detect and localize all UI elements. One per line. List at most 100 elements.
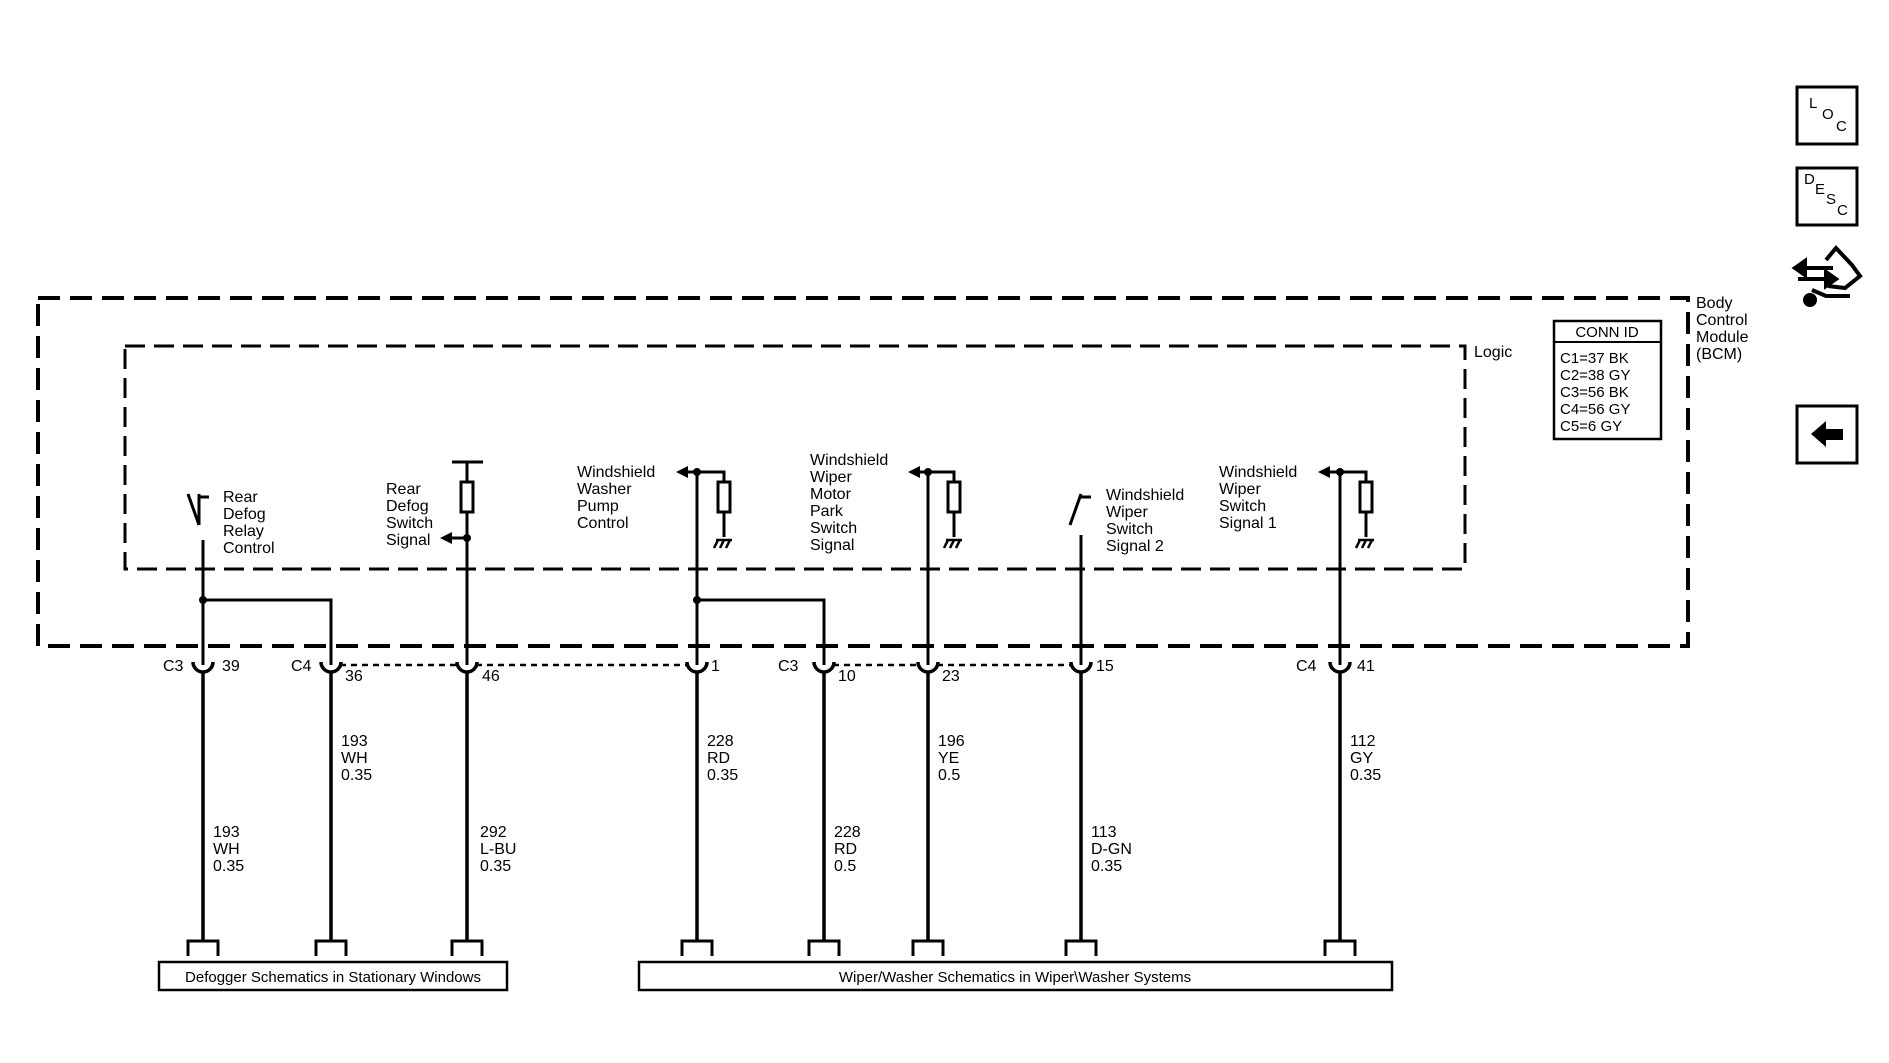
conn-id-line: C4=56 GY — [1560, 401, 1630, 418]
svg-text:Switch: Switch — [1219, 498, 1266, 515]
svg-text:0.35: 0.35 — [480, 858, 511, 875]
function-label-park-switch: Windshield Wiper Motor Park Switch Signa… — [810, 452, 888, 554]
svg-text:10: 10 — [838, 668, 856, 685]
wire-label-pin-46: 292 L-BU 0.35 — [480, 824, 516, 875]
svg-text:Defog: Defog — [386, 498, 429, 515]
svg-text:E: E — [1815, 181, 1825, 198]
svg-text:Control: Control — [223, 540, 275, 557]
conn-id-title: CONN ID — [1575, 324, 1639, 341]
svg-text:0.35: 0.35 — [1091, 858, 1122, 875]
svg-text:Windshield: Windshield — [577, 464, 655, 481]
link-wiper-washer-schematics[interactable]: Wiper/Washer Schematics in Wiper\Washer … — [637, 960, 1394, 992]
svg-text:228: 228 — [834, 824, 861, 841]
svg-text:WH: WH — [341, 750, 368, 767]
svg-text:C4: C4 — [291, 658, 312, 675]
svg-text:Control: Control — [577, 515, 629, 532]
connector-view-button[interactable] — [1791, 244, 1863, 307]
desc-button[interactable]: D E S C — [1795, 166, 1859, 227]
conn-id-line: C5=6 GY — [1560, 418, 1622, 435]
svg-text:YE: YE — [938, 750, 959, 767]
svg-text:D-GN: D-GN — [1091, 841, 1132, 858]
svg-text:Signal: Signal — [810, 537, 854, 554]
bcm-boundary — [36, 296, 1690, 648]
function-label-rear-defog-switch: Rear Defog Switch Signal — [386, 481, 433, 549]
conn-id-line: C3=56 BK — [1560, 384, 1629, 401]
svg-text:113: 113 — [1091, 824, 1117, 841]
park-switch-pullup — [918, 470, 962, 537]
rear-defog-relay-switch-symbol — [186, 493, 209, 526]
svg-text:23: 23 — [942, 668, 960, 685]
svg-text:0.5: 0.5 — [938, 767, 960, 784]
svg-text:Control: Control — [1696, 312, 1748, 329]
ground-symbols — [712, 538, 1374, 549]
svg-text:Wiper: Wiper — [1106, 504, 1148, 521]
junction-dots — [199, 468, 1344, 604]
logic-label: Logic — [1474, 344, 1512, 361]
svg-text:Washer: Washer — [577, 481, 632, 498]
svg-text:Relay: Relay — [223, 523, 264, 540]
signal-arrows — [440, 466, 1330, 544]
svg-text:Switch: Switch — [1106, 521, 1153, 538]
svg-text:Wiper: Wiper — [810, 469, 852, 486]
svg-text:0.35: 0.35 — [341, 767, 372, 784]
svg-text:Motor: Motor — [810, 486, 852, 503]
svg-text:Park: Park — [810, 503, 844, 520]
conn-id-line: C2=38 GY — [1560, 367, 1630, 384]
connector-pins — [191, 661, 1352, 674]
function-label-rear-defog-relay: Rear Defog Relay Control — [223, 489, 275, 557]
svg-text:0.35: 0.35 — [213, 858, 244, 875]
link-defogger-schematics[interactable]: Defogger Schematics in Stationary Window… — [157, 960, 509, 992]
svg-text:C: C — [1837, 202, 1848, 219]
rear-defog-switch-resistor — [452, 460, 483, 665]
conn-id-line: C1=37 BK — [1560, 350, 1629, 367]
wire-terminals — [186, 939, 1357, 956]
svg-text:292: 292 — [480, 824, 507, 841]
svg-text:C3: C3 — [163, 658, 184, 675]
conn-id-table: CONN ID C1=37 BK C2=38 GY C3=56 BK C4=56… — [1552, 319, 1663, 441]
wire-label-pin-41: 112 GY 0.35 — [1350, 733, 1381, 784]
svg-text:WH: WH — [213, 841, 240, 858]
svg-text:C: C — [1836, 118, 1847, 135]
svg-text:Rear: Rear — [223, 489, 258, 506]
svg-text:112: 112 — [1350, 733, 1376, 750]
wiper-switch-1-pullup — [1328, 470, 1374, 537]
bcm-name: Body Control Module (BCM) — [1696, 295, 1749, 363]
svg-text:L: L — [1809, 95, 1817, 112]
svg-text:Signal 2: Signal 2 — [1106, 538, 1164, 555]
svg-text:L-BU: L-BU — [480, 841, 516, 858]
svg-text:Windshield: Windshield — [810, 452, 888, 469]
connector-labels: C3 C4 C3 C4 — [163, 658, 1317, 675]
loc-button[interactable]: L O C — [1795, 85, 1859, 146]
harness-wires — [201, 672, 1342, 940]
svg-text:(BCM): (BCM) — [1696, 346, 1742, 363]
svg-text:193: 193 — [213, 824, 240, 841]
svg-text:Windshield: Windshield — [1219, 464, 1297, 481]
svg-text:0.35: 0.35 — [1350, 767, 1381, 784]
svg-text:36: 36 — [345, 668, 363, 685]
svg-text:RD: RD — [834, 841, 857, 858]
svg-text:Signal: Signal — [386, 532, 430, 549]
connector-hand-icon — [1791, 244, 1863, 307]
svg-text:Windshield: Windshield — [1106, 487, 1184, 504]
function-label-wiper-switch-2: Windshield Wiper Switch Signal 2 — [1106, 487, 1184, 555]
loc-icon: L O C — [1809, 95, 1847, 135]
svg-text:Defogger Schematics in Station: Defogger Schematics in Stationary Window… — [185, 969, 481, 986]
wiper-switch-2-symbol — [1068, 493, 1091, 665]
function-label-washer-pump: Windshield Washer Pump Control — [577, 464, 655, 532]
washer-pump-pullup — [686, 470, 732, 537]
svg-text:C3: C3 — [778, 658, 799, 675]
logic-boundary — [123, 344, 1467, 571]
wire-label-pin-23: 196 YE 0.5 — [938, 733, 965, 784]
back-button[interactable] — [1795, 404, 1859, 465]
svg-text:228: 228 — [707, 733, 734, 750]
svg-text:1: 1 — [711, 658, 720, 675]
svg-text:Switch: Switch — [386, 515, 433, 532]
svg-text:Rear: Rear — [386, 481, 421, 498]
svg-text:193: 193 — [341, 733, 368, 750]
svg-text:Wiper/Washer Schematics in Wip: Wiper/Washer Schematics in Wiper\Washer … — [839, 969, 1191, 986]
wire-label-pin-39: 193 WH 0.35 — [213, 824, 244, 875]
svg-text:15: 15 — [1096, 658, 1114, 675]
svg-text:46: 46 — [482, 668, 500, 685]
desc-icon: D E S C — [1804, 171, 1848, 219]
